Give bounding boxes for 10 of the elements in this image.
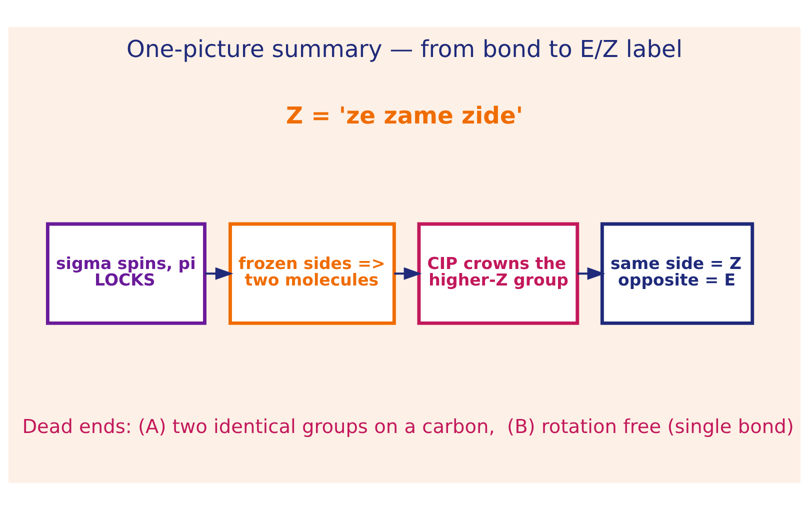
node-box: sigma spins, pi LOCKS bbox=[46, 222, 206, 325]
label: Dead ends: (A) two identical groups on a carbon, (B) rotation free (single bond) bbox=[22, 414, 794, 438]
label: Z = 'ze zame zide' bbox=[286, 102, 523, 130]
arrow bbox=[205, 267, 234, 280]
diagram-title: One-picture summary — from bond to E/Z label bbox=[126, 34, 682, 63]
node-box: same side = Z opposite = E bbox=[600, 222, 754, 325]
node-box: frozen sides => two molecules bbox=[228, 222, 396, 325]
node-box: CIP crowns the higher-Z group bbox=[417, 222, 580, 325]
arrow bbox=[578, 267, 606, 280]
arrow bbox=[394, 267, 422, 280]
